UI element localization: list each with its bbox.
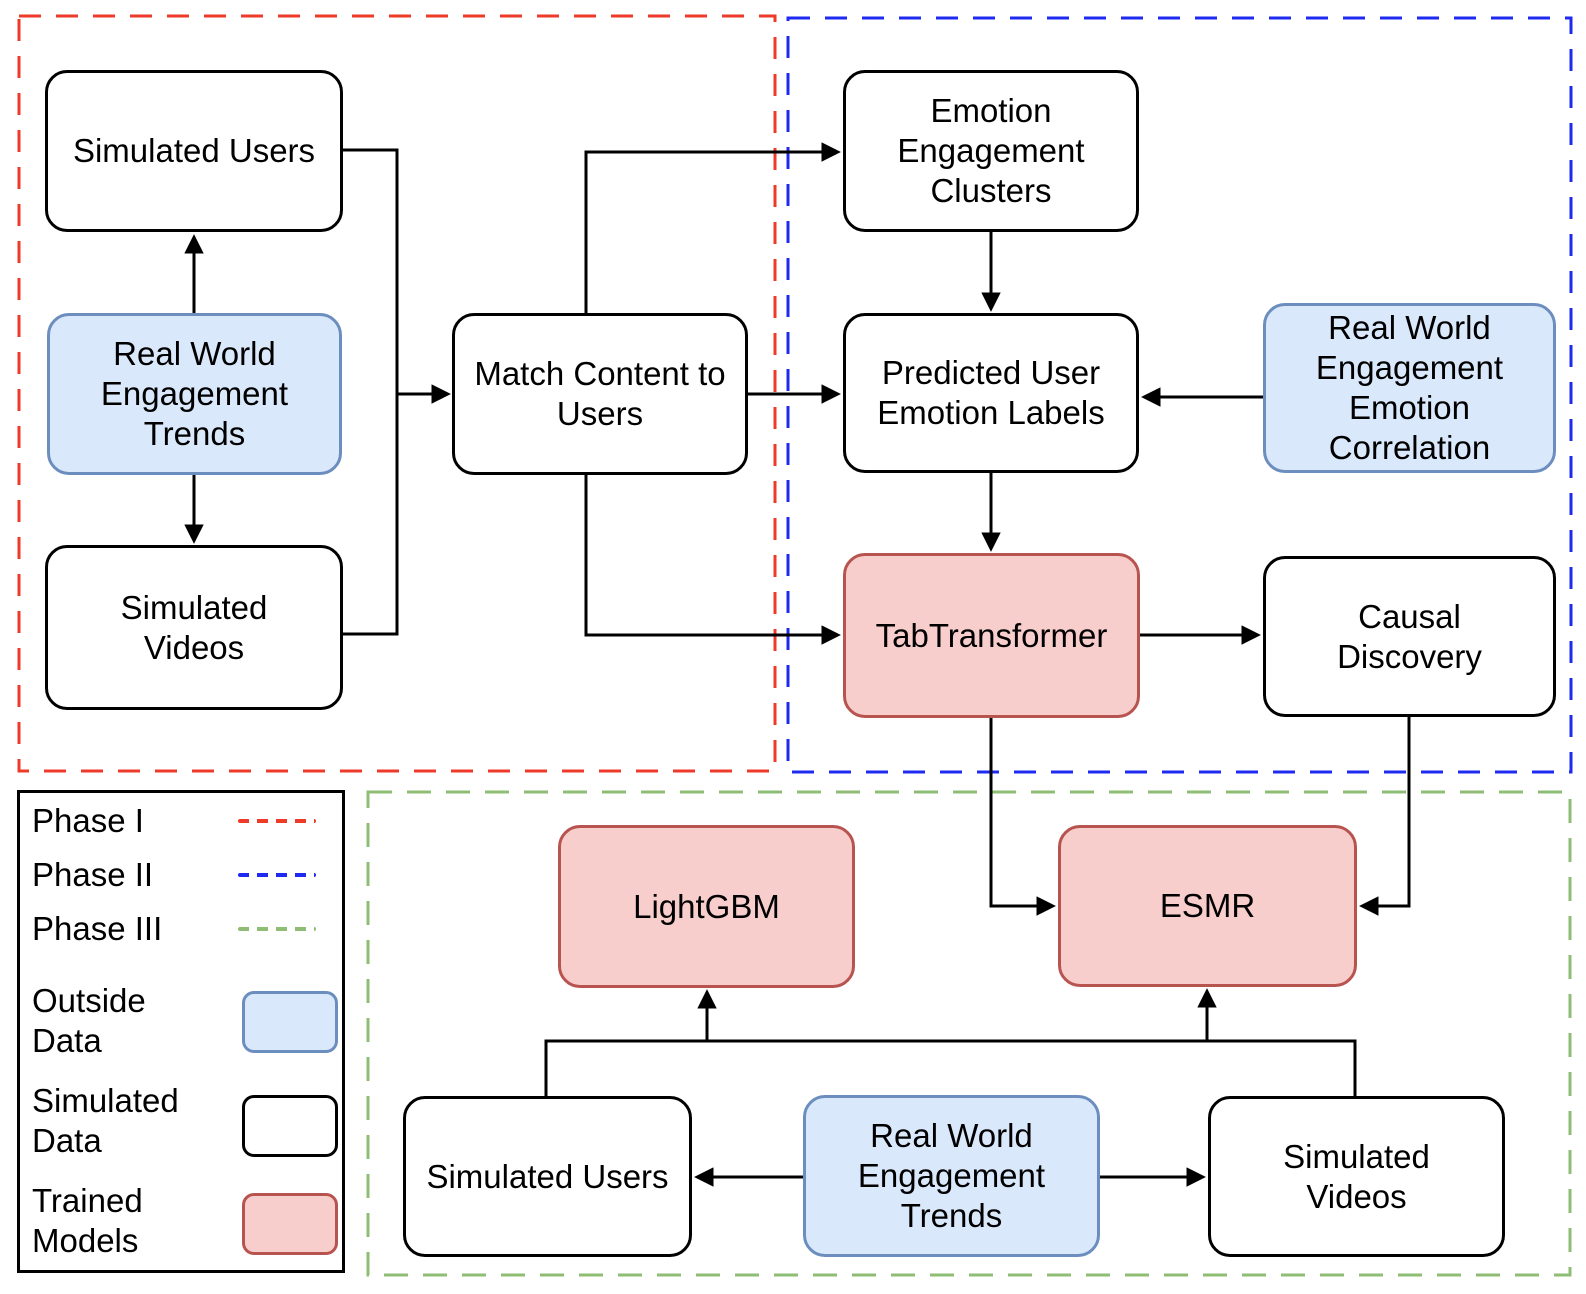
node-label: Simulated Users <box>426 1157 669 1195</box>
arrow-match-content-to-tabtransformer <box>584 475 841 645</box>
node-esmr: ESMR <box>1058 825 1357 987</box>
node-label: ESMR <box>1159 887 1256 924</box>
node-label: Real World Engagement Trends <box>857 1117 1046 1234</box>
node-real-world-engagement-trends-top: Real World Engagement Trends <box>47 313 342 475</box>
legend-phase2-dash-sample <box>238 873 316 877</box>
legend-phase1-dash-sample <box>238 819 316 823</box>
node-label: Predicted User Emotion Labels <box>877 354 1105 431</box>
legend-label-phase2: Phase II <box>32 856 154 893</box>
node-causal-discovery: Causal Discovery <box>1263 556 1556 717</box>
node-label: Real World Engagement Emotion Correlatio… <box>1315 309 1504 466</box>
legend-simulated-data-swatch <box>242 1095 338 1157</box>
phase3-region-border <box>366 790 1572 1277</box>
node-predicted-user-emotion-labels: Predicted User Emotion Labels <box>843 313 1139 473</box>
node-label: Emotion Engagement Clusters <box>897 92 1085 209</box>
node-simulated-users-bottom: Simulated Users <box>403 1096 692 1257</box>
node-match-content-to-users: Match Content to Users <box>452 313 748 475</box>
node-label: LightGBM <box>633 887 780 925</box>
legend-label-phase1: Phase I <box>32 802 144 839</box>
bus-bottom-users-videos <box>544 1039 1357 1096</box>
node-label: Simulated Videos <box>1283 1137 1430 1215</box>
legend: Phase I Phase II Phase III Outside Data … <box>17 790 345 1273</box>
node-label: Match Content to Users <box>474 355 726 432</box>
node-emotion-engagement-clusters: Emotion Engagement Clusters <box>843 70 1139 232</box>
node-simulated-videos-bottom: Simulated Videos <box>1208 1096 1505 1257</box>
phase2-region-border <box>786 16 1573 774</box>
node-real-world-engagement-emotion-correlation: Real World Engagement Emotion Correlatio… <box>1263 303 1556 473</box>
node-label: Real World Engagement Trends <box>100 335 289 452</box>
legend-phase3-dash-sample <box>238 927 316 931</box>
legend-label-simulated-data: Simulated Data <box>32 1082 179 1159</box>
legend-label-outside-data: Outside Data <box>32 982 146 1059</box>
bus-users-videos-merge <box>343 148 399 636</box>
node-label: Simulated Users <box>72 132 316 169</box>
node-simulated-users-top: Simulated Users <box>45 70 343 232</box>
arrow-tabtransformer-to-esmr <box>989 718 1056 916</box>
node-real-world-engagement-trends-bottom: Real World Engagement Trends <box>803 1095 1100 1257</box>
arrow-match-content-to-emotion-clusters <box>584 142 841 313</box>
arrow-causal-discovery-to-esmr <box>1359 717 1411 916</box>
node-label: TabTransformer <box>875 616 1108 654</box>
node-tabtransformer: TabTransformer <box>843 553 1140 718</box>
phase1-region-border <box>17 14 777 773</box>
legend-trained-models-swatch <box>242 1193 338 1255</box>
node-label: Causal Discovery <box>1337 597 1482 675</box>
legend-outside-data-swatch <box>242 991 338 1053</box>
node-lightgbm: LightGBM <box>558 825 855 988</box>
node-label: Simulated Videos <box>120 588 268 666</box>
legend-label-phase3: Phase III <box>32 910 163 947</box>
legend-label-trained-models: Trained Models <box>32 1182 143 1259</box>
node-simulated-videos-top: Simulated Videos <box>45 545 343 710</box>
